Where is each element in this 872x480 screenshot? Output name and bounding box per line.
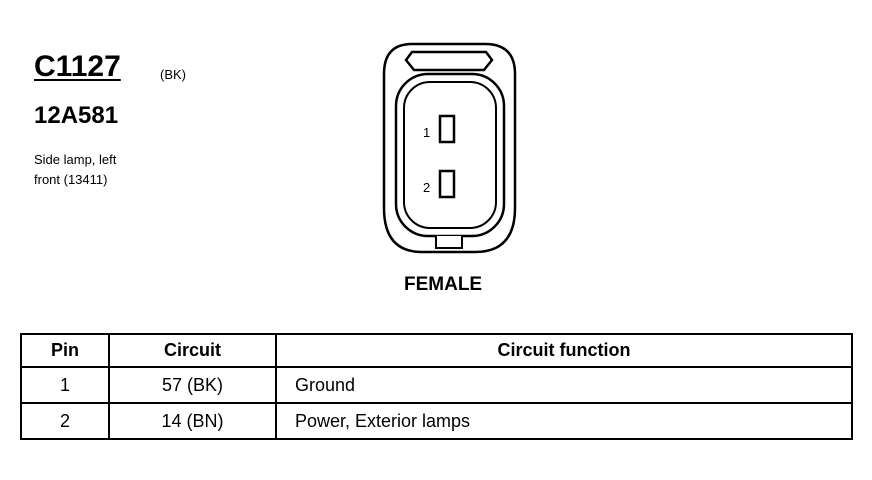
connector-description: Side lamp, left front (13411) — [34, 150, 116, 190]
row-circuit: 14 (BN) — [108, 402, 277, 440]
connector-id: C1127 — [34, 50, 121, 83]
pin-terminal-1 — [438, 114, 456, 144]
part-number: 12A581 — [34, 102, 119, 129]
table-row: 2 14 (BN) Power, Exterior lamps — [20, 402, 853, 440]
pin-table: Pin Circuit Circuit function 1 57 (BK) G… — [20, 333, 853, 440]
header-pin: Pin — [20, 333, 110, 368]
row-circuit: 57 (BK) — [108, 366, 277, 404]
connector-latch — [404, 50, 494, 72]
table-header-row: Pin Circuit Circuit function — [20, 333, 853, 368]
header-circuit: Circuit — [108, 333, 277, 368]
connector-inner-housing — [394, 72, 506, 238]
row-function: Power, Exterior lamps — [275, 402, 853, 440]
pin-label-2: 2 — [423, 180, 430, 195]
row-pin: 1 — [20, 366, 110, 404]
header-function: Circuit function — [275, 333, 853, 368]
gender-label: FEMALE — [404, 274, 483, 295]
connector-inner-cavity — [403, 81, 497, 229]
connector-outer-shell — [382, 42, 517, 254]
table-row: 1 57 (BK) Ground — [20, 366, 853, 404]
pin-label-1: 1 — [423, 125, 430, 140]
description-line-2: front (13411) — [34, 172, 108, 187]
row-pin: 2 — [20, 402, 110, 440]
connector-face-diagram: 1 2 — [382, 42, 517, 254]
pin-terminal-2 — [438, 169, 456, 199]
connector-key — [435, 236, 463, 249]
row-function: Ground — [275, 366, 853, 404]
connector-color: (BK) — [160, 67, 186, 82]
description-line-1: Side lamp, left — [34, 152, 117, 167]
